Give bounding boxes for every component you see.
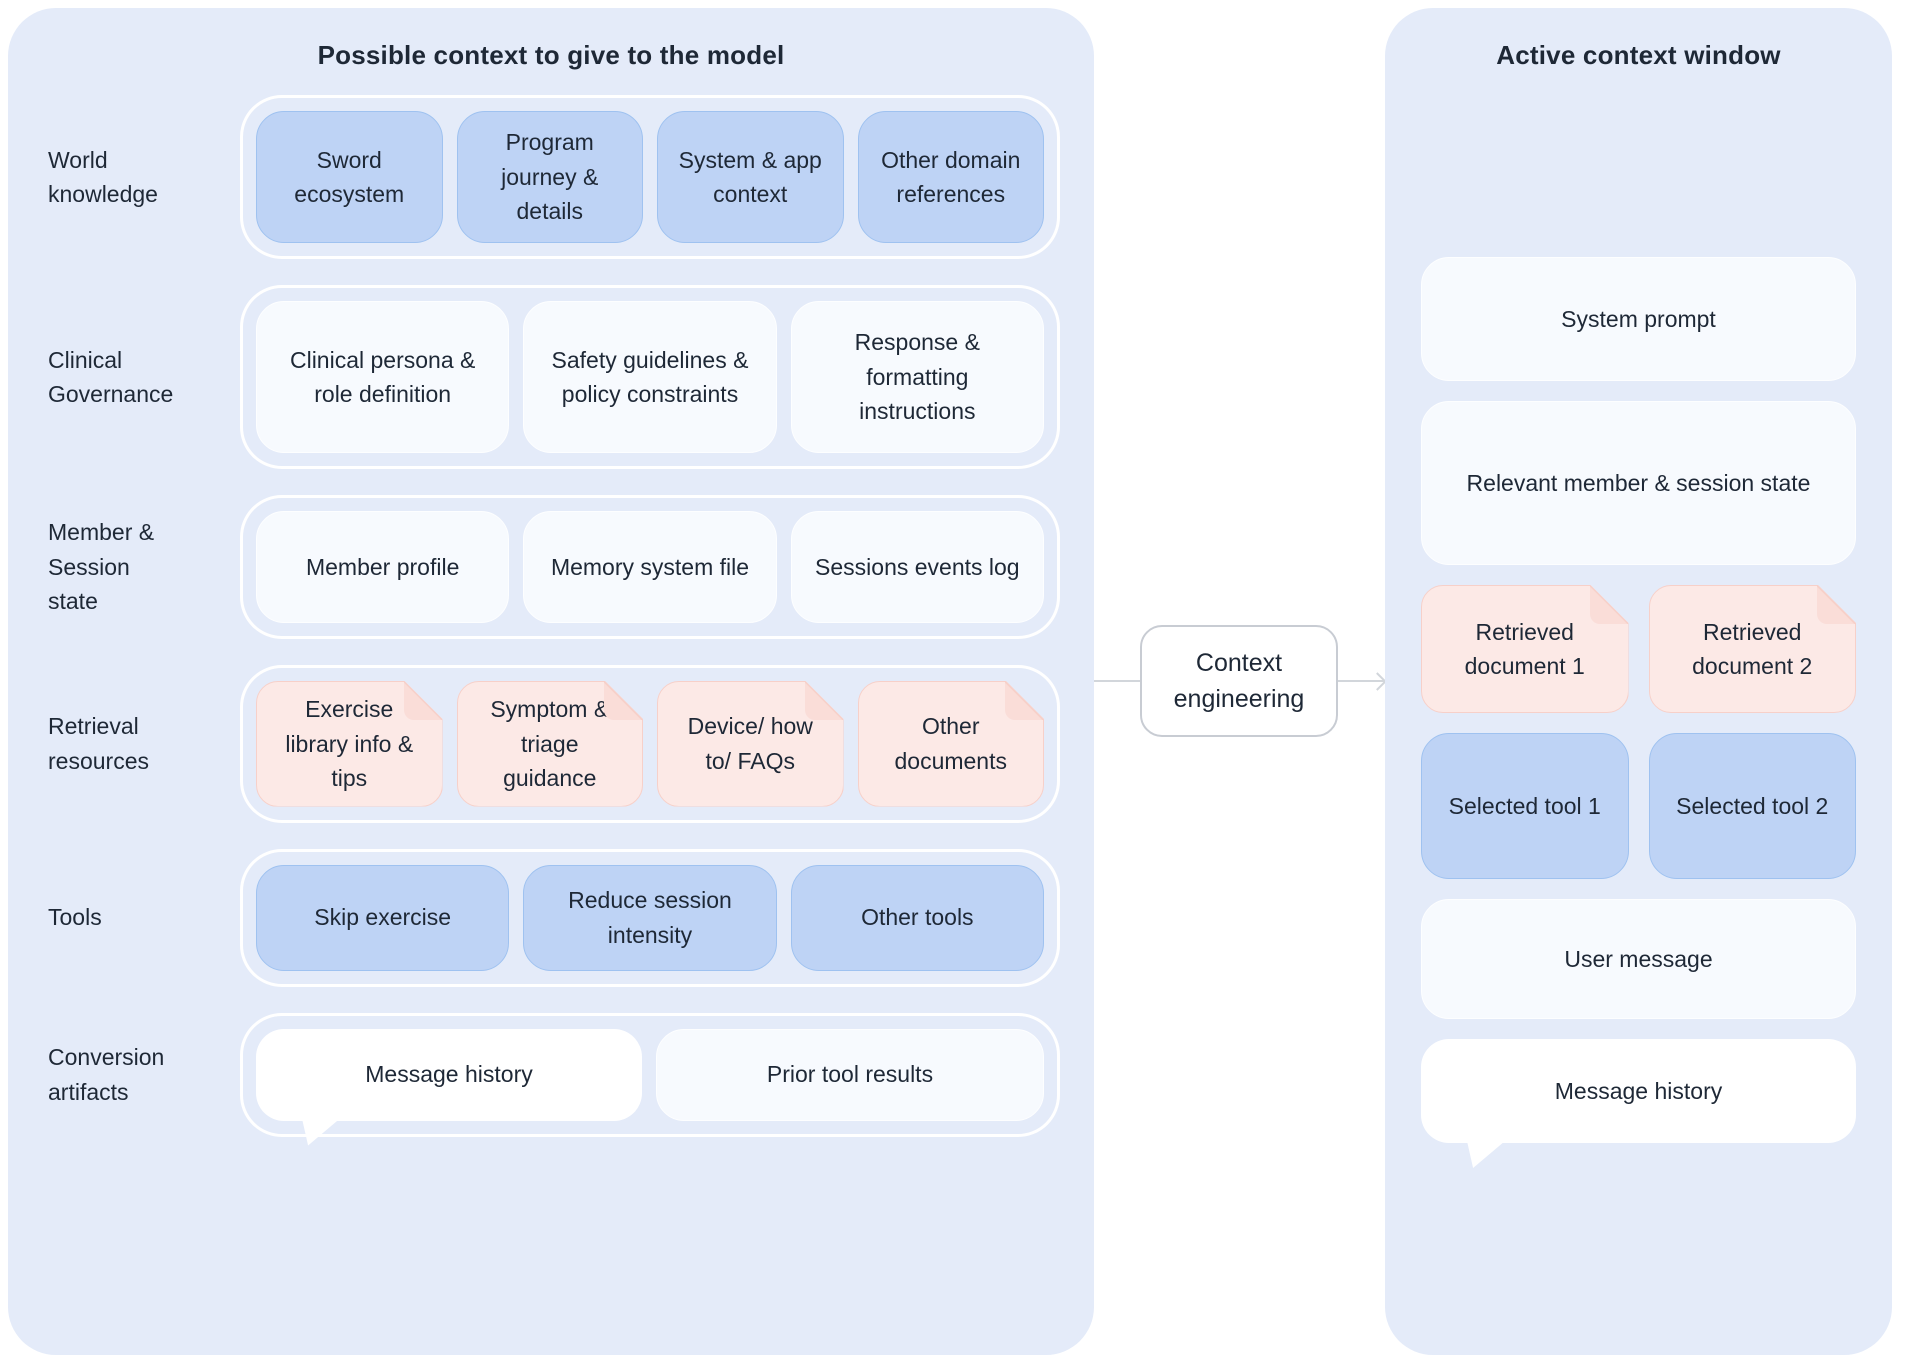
chip-label: System prompt: [1561, 305, 1716, 332]
bubble-message-history: Message history: [1421, 1039, 1856, 1143]
chip-sword-ecosystem: Sword ecosystem: [256, 111, 443, 243]
chip-label: Retrieved document 2: [1692, 618, 1813, 679]
chip-label: Message history: [365, 1061, 533, 1088]
chip-label: Clinical persona & role definition: [289, 346, 476, 408]
chip-label: Program journey & details: [501, 129, 599, 225]
chip-label: Retrieved document 1: [1464, 618, 1585, 679]
chip-memory-system-file: Memory system file: [523, 511, 777, 623]
chip-label: Symptom & triage guidance: [490, 696, 610, 791]
chip-other-tools: Other tools: [790, 864, 1044, 971]
row-retrieval-resources: Retrieval resources Exercise library info…: [48, 665, 1060, 823]
chip-label: User message: [1564, 945, 1713, 972]
group-conversion-artifacts: Message history Prior tool results: [240, 1012, 1060, 1137]
row-label-retrieval-resources: Retrieval resources: [48, 713, 149, 774]
chip-label: Sword ecosystem: [294, 146, 405, 208]
row-label-clinical-governance: Clinical Governance: [48, 346, 174, 408]
chip-label: Other tools: [861, 904, 974, 931]
chip-relevant-member-session-state: Relevant member & session state: [1421, 401, 1856, 565]
chip-reduce-session-intensity: Reduce session intensity: [523, 864, 777, 971]
doc-exercise-library-info-tips: Exercise library info & tips: [256, 681, 443, 807]
chip-label: Other documents: [894, 713, 1007, 774]
pair-row: Retrieved document 1 Retrieved document 2: [1421, 585, 1856, 713]
doc-other-documents: Other documents: [858, 681, 1045, 807]
chip-label: Safety guidelines & policy constraints: [551, 346, 749, 408]
chip-label: Sessions events log: [815, 553, 1020, 580]
row-member-session-state: Member & Session state Member profile Memo…: [48, 495, 1060, 639]
doc-retrieved-document-1: Retrieved document 1: [1421, 585, 1629, 713]
chip-label: System & app context: [678, 146, 822, 208]
chip-user-message: User message: [1421, 899, 1856, 1019]
chip-safety-guidelines-policy-constraints: Safety guidelines & policy constraints: [523, 301, 777, 453]
chip-prior-tool-results: Prior tool results: [656, 1028, 1044, 1121]
chip-selected-tool-2: Selected tool 2: [1648, 733, 1856, 879]
right-panel-title: Active context window: [1496, 40, 1781, 70]
left-panel: Possible context to give to the model Wo…: [8, 8, 1094, 1355]
row-tools: Tools Skip exercise Reduce session intensi…: [48, 848, 1060, 987]
chip-system-app-context: System & app context: [657, 111, 844, 243]
chip-other-domain-references: Other domain references: [857, 111, 1044, 243]
row-world-knowledge: World knowledge Sword ecosystem Program jo…: [48, 95, 1060, 259]
chip-response-formatting-instructions: Response & formatting instructions: [790, 301, 1044, 453]
connector: Context engineering: [1094, 622, 1387, 740]
doc-device-how-to-faqs: Device/ how to/ FAQs: [657, 681, 844, 807]
chip-clinical-persona-role-definition: Clinical persona & role definition: [256, 301, 510, 453]
chip-label: Device/ how to/ FAQs: [687, 713, 813, 774]
row-label-member-session-state: Member & Session state: [48, 519, 155, 615]
chip-label: Selected tool 2: [1676, 792, 1829, 819]
left-panel-title: Possible context to give to the model: [317, 40, 785, 70]
chip-label: Memory system file: [550, 553, 750, 580]
row-label-world-knowledge: World knowledge: [48, 146, 158, 208]
chip-label: Skip exercise: [314, 904, 452, 931]
group-world-knowledge: Sword ecosystem Program journey & details…: [240, 95, 1060, 259]
connector-line-right: [1338, 679, 1385, 683]
doc-retrieved-document-2: Retrieved document 2: [1649, 585, 1857, 713]
row-label-conversion-artifacts: Conversion artifacts: [48, 1044, 165, 1105]
chip-label: Selected tool 1: [1448, 792, 1601, 819]
group-member-session-state: Member profile Memory system file Sessions…: [240, 495, 1060, 639]
chip-label: Other domain references: [881, 146, 1021, 208]
chip-skip-exercise: Skip exercise: [256, 864, 510, 971]
chip-program-journey-details: Program journey & details: [456, 111, 643, 243]
chip-label: Exercise library info & tips: [285, 696, 414, 791]
chip-system-prompt: System prompt: [1421, 257, 1856, 381]
chip-label: Relevant member & session state: [1466, 469, 1811, 496]
group-clinical-governance: Clinical persona & role definition Safety…: [240, 285, 1060, 469]
pair-row: Selected tool 1 Selected tool 2: [1421, 733, 1856, 879]
context-engineering-box: Context engineering: [1140, 625, 1338, 737]
row-label-tools: Tools: [48, 904, 102, 931]
chip-label: Reduce session intensity: [568, 887, 732, 948]
left-panel-rows: World knowledge Sword ecosystem Program jo…: [8, 71, 1094, 1137]
doc-symptom-triage-guidance: Symptom & triage guidance: [457, 681, 644, 807]
row-clinical-governance: Clinical Governance Clinical persona & ro…: [48, 285, 1060, 469]
chip-member-profile: Member profile: [256, 511, 510, 623]
bubble-message-history: Message history: [256, 1028, 642, 1121]
chip-label: Message history: [1554, 1077, 1723, 1104]
group-tools: Skip exercise Reduce session intensity Oth…: [240, 848, 1060, 987]
chip-label: Prior tool results: [766, 1061, 934, 1088]
row-conversion-artifacts: Conversion artifacts Message history Prior…: [48, 1012, 1060, 1137]
chip-label: Response & formatting instructions: [854, 329, 980, 425]
chip-label: Member profile: [305, 553, 460, 580]
group-retrieval-resources: Exercise library info & tips Symptom & tr…: [240, 665, 1060, 823]
connector-line-left: [1094, 679, 1140, 683]
chip-selected-tool-1: Selected tool 1: [1421, 733, 1629, 879]
arrow-right-icon: [1368, 671, 1387, 691]
chip-sessions-events-log: Sessions events log: [790, 511, 1044, 623]
